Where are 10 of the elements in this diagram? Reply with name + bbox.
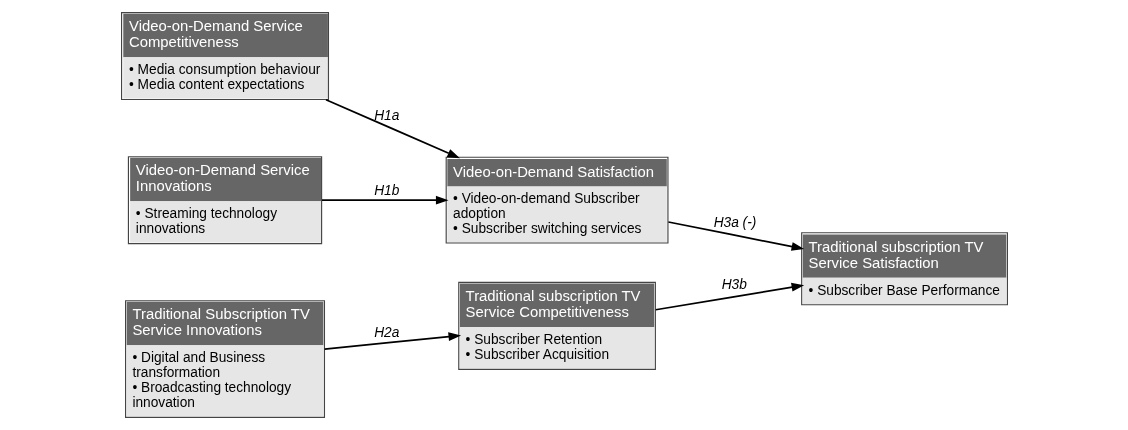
edge-label: H1b [373, 183, 399, 199]
edge-label: H3a (-) [713, 215, 756, 231]
arrow [323, 332, 461, 350]
arrow [324, 98, 460, 159]
arrow [654, 282, 804, 311]
edge-label: H3b [721, 276, 747, 292]
arrow [320, 195, 448, 205]
edge-label: H1a [373, 107, 399, 123]
edge-label: H2a [373, 324, 399, 340]
arrow [667, 221, 804, 251]
